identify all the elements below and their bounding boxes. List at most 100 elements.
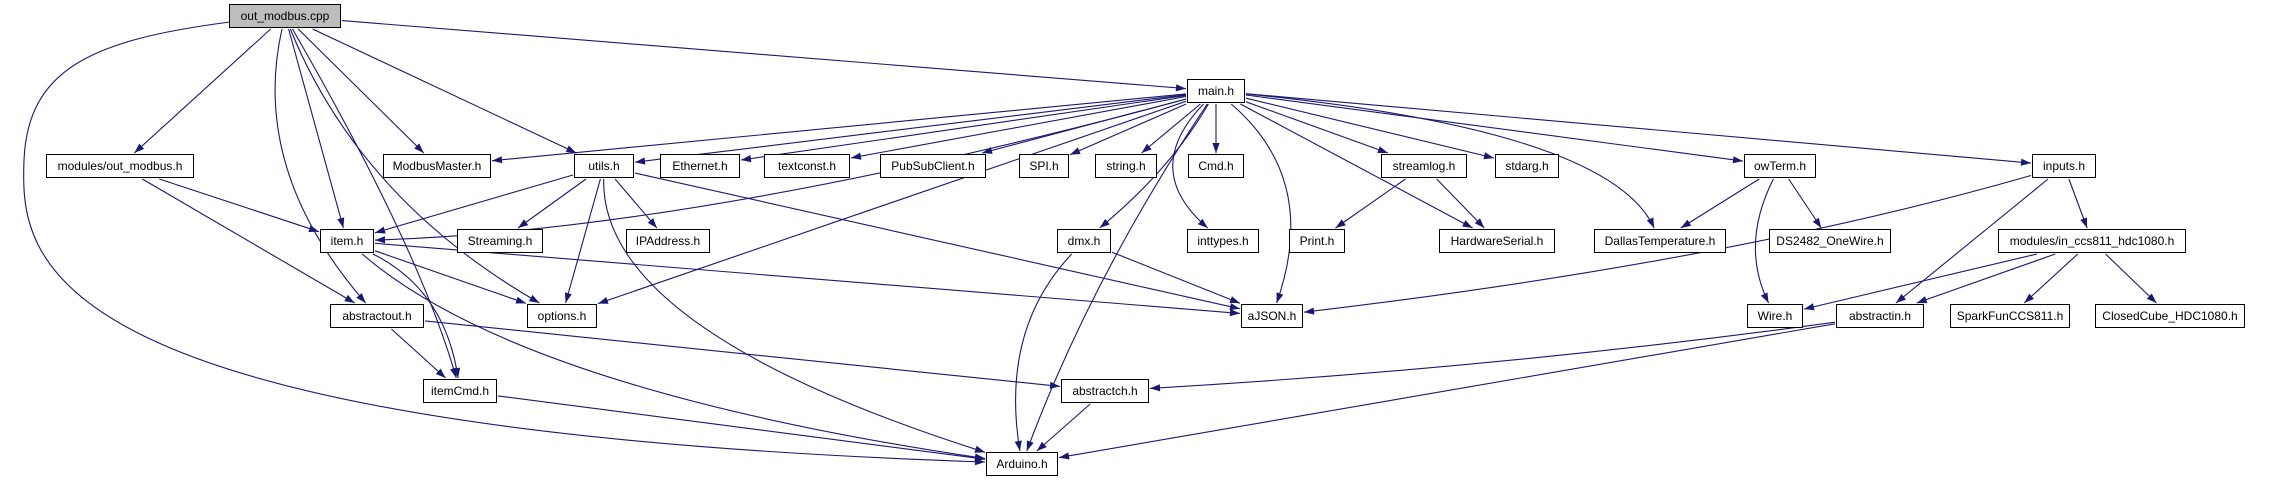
graph-node-modules_in_ccs811_hdc1080_h[interactable]: modules/in_ccs811_hdc1080.h <box>1998 229 2186 253</box>
edge-abstractout_h-to-abstractch_h <box>424 320 1061 387</box>
graph-node-sparkfunccs811_h[interactable]: SparkFunCCS811.h <box>1950 304 2070 328</box>
edge-streamlog_h-to-hardwareserial_h <box>1436 178 1485 229</box>
graph-node-dmx_h[interactable]: dmx.h <box>1057 229 1111 253</box>
arrowhead-modules_in_ccs811_hdc1080_h-to-sparkfunccs811_h <box>2024 293 2034 303</box>
arrowhead-main_h-to-spi_h <box>1070 147 1081 155</box>
graph-node-modules_out_modbus_h[interactable]: modules/out_modbus.h <box>46 154 194 178</box>
arrowhead-owterm_h-to-ds2482_onewire_h <box>1812 217 1822 228</box>
graph-node-ethernet_h[interactable]: Ethernet.h <box>660 154 740 178</box>
graph-node-stdarg_h[interactable]: stdarg.h <box>1495 154 1559 178</box>
edge-modules_out_modbus_h-to-item_h <box>159 178 320 233</box>
arrowhead-abstractch_h-to-arduino_h <box>1036 441 1047 451</box>
graph-node-print_h[interactable]: Print.h <box>1289 229 1345 253</box>
arrowhead-streamlog_h-to-print_h <box>1335 219 1346 228</box>
edge-main_h-to-textconst_h <box>850 95 1187 159</box>
edge-abstractin_h-to-abstractch_h <box>1149 321 1836 389</box>
arrowhead-out_modbus_cpp-to-modules_out_modbus_h <box>134 143 145 153</box>
edge-utils_h-to-ajson_h <box>634 172 1241 310</box>
edge-out_modbus_cpp-to-utils_h <box>312 28 577 154</box>
graph-node-abstractch_h[interactable]: abstractch.h <box>1061 379 1149 403</box>
arrowhead-owterm_h-to-dallastemperature_h <box>1680 219 1692 228</box>
graph-node-wire_h[interactable]: Wire.h <box>1747 304 1803 328</box>
arrowhead-item_h-to-itemcmd_h <box>453 367 461 378</box>
edge-out_modbus_cpp-to-item_h <box>288 28 344 229</box>
edge-main_h-to-inputs_h <box>1245 93 2032 164</box>
edge-utils_h-to-arduino_h <box>603 178 986 453</box>
arrowhead-utils_h-to-options_h <box>564 292 572 303</box>
graph-node-streaming_h[interactable]: Streaming.h <box>457 229 543 253</box>
edge-abstractout_h-to-itemcmd_h <box>391 328 446 379</box>
arrowhead-abstractin_h-to-arduino_h <box>1059 452 1070 460</box>
arrowhead-utils_h-to-arduino_h <box>974 445 985 453</box>
graph-node-modbusmaster_h[interactable]: ModbusMaster.h <box>383 154 491 178</box>
arrowhead-out_modbus_cpp-to-options_h <box>528 294 540 303</box>
edge-main_h-to-hardwareserial_h <box>1240 103 1473 229</box>
graph-node-inttypes_h[interactable]: inttypes.h <box>1187 229 1259 253</box>
graph-node-ipaddress_h[interactable]: IPAddress.h <box>626 229 710 253</box>
graph-node-owterm_h[interactable]: owTerm.h <box>1744 154 1816 178</box>
arrowhead-main_h-to-streamlog_h <box>1377 146 1388 153</box>
graph-node-main_h[interactable]: main.h <box>1187 79 1245 103</box>
graph-node-textconst_h[interactable]: textconst.h <box>764 154 850 178</box>
edge-modules_out_modbus_h-to-abstractout_h <box>142 178 355 304</box>
graph-node-closedcube_hdc1080_h[interactable]: ClosedCube_HDC1080.h <box>2095 304 2245 328</box>
graph-node-abstractout_h[interactable]: abstractout.h <box>330 304 424 328</box>
arrowhead-inputs_h-to-ajson_h <box>1304 307 1315 315</box>
edge-item_h-to-options_h <box>374 250 527 304</box>
graph-node-options_h[interactable]: options.h <box>527 304 597 328</box>
edge-utils_h-to-ipaddress_h <box>614 178 658 229</box>
graph-node-pubsubclient_h[interactable]: PubSubClient.h <box>880 154 986 178</box>
edge-itemcmd_h-to-arduino_h <box>497 395 986 460</box>
graph-node-streamlog_h[interactable]: streamlog.h <box>1381 154 1467 178</box>
arrowhead-main_h-to-dmx_h <box>1099 218 1110 228</box>
graph-node-ajson_h[interactable]: aJSON.h <box>1241 304 1303 328</box>
arrowhead-owterm_h-to-wire_h <box>1760 292 1769 303</box>
edge-item_h-to-arduino_h <box>361 253 986 460</box>
arrowhead-out_modbus_cpp-to-main_h <box>1175 84 1186 92</box>
edge-main_h-to-arduino_h <box>1026 103 1208 452</box>
arrowhead-main_h-to-string_h <box>1141 143 1152 153</box>
arrowhead-utils_h-to-ipaddress_h <box>647 218 657 228</box>
arrowhead-modules_in_ccs811_hdc1080_h-to-closedcube_hdc1080_h <box>2146 293 2157 303</box>
arrowhead-out_modbus_cpp-to-utils_h <box>565 145 577 153</box>
edge-out_modbus_cpp-to-arduino_h <box>23 21 986 463</box>
arrowhead-main_h-to-options_h <box>598 297 609 304</box>
arrowhead-out_modbus_cpp-to-modbusmaster_h <box>414 143 424 153</box>
graph-node-spi_h[interactable]: SPI.h <box>1019 154 1069 178</box>
arrowhead-inputs_h-to-abstractin_h <box>1895 293 1906 303</box>
arrowhead-utils_h-to-ajson_h <box>1229 303 1240 311</box>
graph-node-hardwareserial_h[interactable]: HardwareSerial.h <box>1439 229 1555 253</box>
edge-abstractch_h-to-arduino_h <box>1036 403 1091 452</box>
edge-owterm_h-to-dallastemperature_h <box>1680 178 1760 229</box>
arrowhead-main_h-to-cmd_h <box>1212 143 1220 153</box>
edge-main_h-to-spi_h <box>1069 103 1187 156</box>
edge-out_modbus_cpp-to-abstractout_h <box>274 28 367 304</box>
graph-node-utils_h[interactable]: utils.h <box>574 154 634 178</box>
arrowhead-abstractout_h-to-abstractch_h <box>1049 381 1060 389</box>
arrowhead-utils_h-to-streaming_h <box>518 219 529 228</box>
graph-node-inputs_h[interactable]: inputs.h <box>2032 154 2096 178</box>
graph-node-abstractin_h[interactable]: abstractin.h <box>1836 304 1924 328</box>
arrowhead-out_modbus_cpp-to-item_h <box>337 217 345 228</box>
edge-main_h-to-utils_h <box>634 94 1187 163</box>
graph-node-arduino_h[interactable]: Arduino.h <box>986 452 1058 476</box>
edge-owterm_h-to-wire_h <box>1754 178 1774 304</box>
edge-modules_in_ccs811_hdc1080_h-to-closedcube_hdc1080_h <box>2105 253 2157 304</box>
graph-node-cmd_h[interactable]: Cmd.h <box>1188 154 1244 178</box>
edge-modules_in_ccs811_hdc1080_h-to-wire_h <box>1803 253 2038 310</box>
edge-modules_in_ccs811_hdc1080_h-to-abstractin_h <box>1916 253 2056 304</box>
graph-node-ds2482_onewire_h[interactable]: DS2482_OneWire.h <box>1769 229 1891 253</box>
edge-main_h-to-modbusmaster_h <box>491 93 1187 162</box>
arrowhead-main_h-to-dallastemperature_h <box>1646 217 1655 228</box>
arrowhead-out_modbus_cpp-to-abstractout_h <box>356 293 366 303</box>
graph-node-dallastemperature_h[interactable]: DallasTemperature.h <box>1594 229 1726 253</box>
edge-main_h-to-inttypes_h <box>1172 103 1209 229</box>
arrowhead-inputs_h-to-modules_in_ccs811_hdc1080_h <box>2080 217 2088 228</box>
edge-out_modbus_cpp-to-modules_out_modbus_h <box>133 28 272 154</box>
graph-node-item_h[interactable]: item.h <box>320 229 374 253</box>
edge-item_h-to-ajson_h <box>374 242 1241 314</box>
arrowhead-modules_in_ccs811_hdc1080_h-to-abstractin_h <box>1916 296 1928 304</box>
graph-node-string_h[interactable]: string.h <box>1095 154 1157 178</box>
graph-node-itemcmd_h[interactable]: itemCmd.h <box>423 379 497 403</box>
